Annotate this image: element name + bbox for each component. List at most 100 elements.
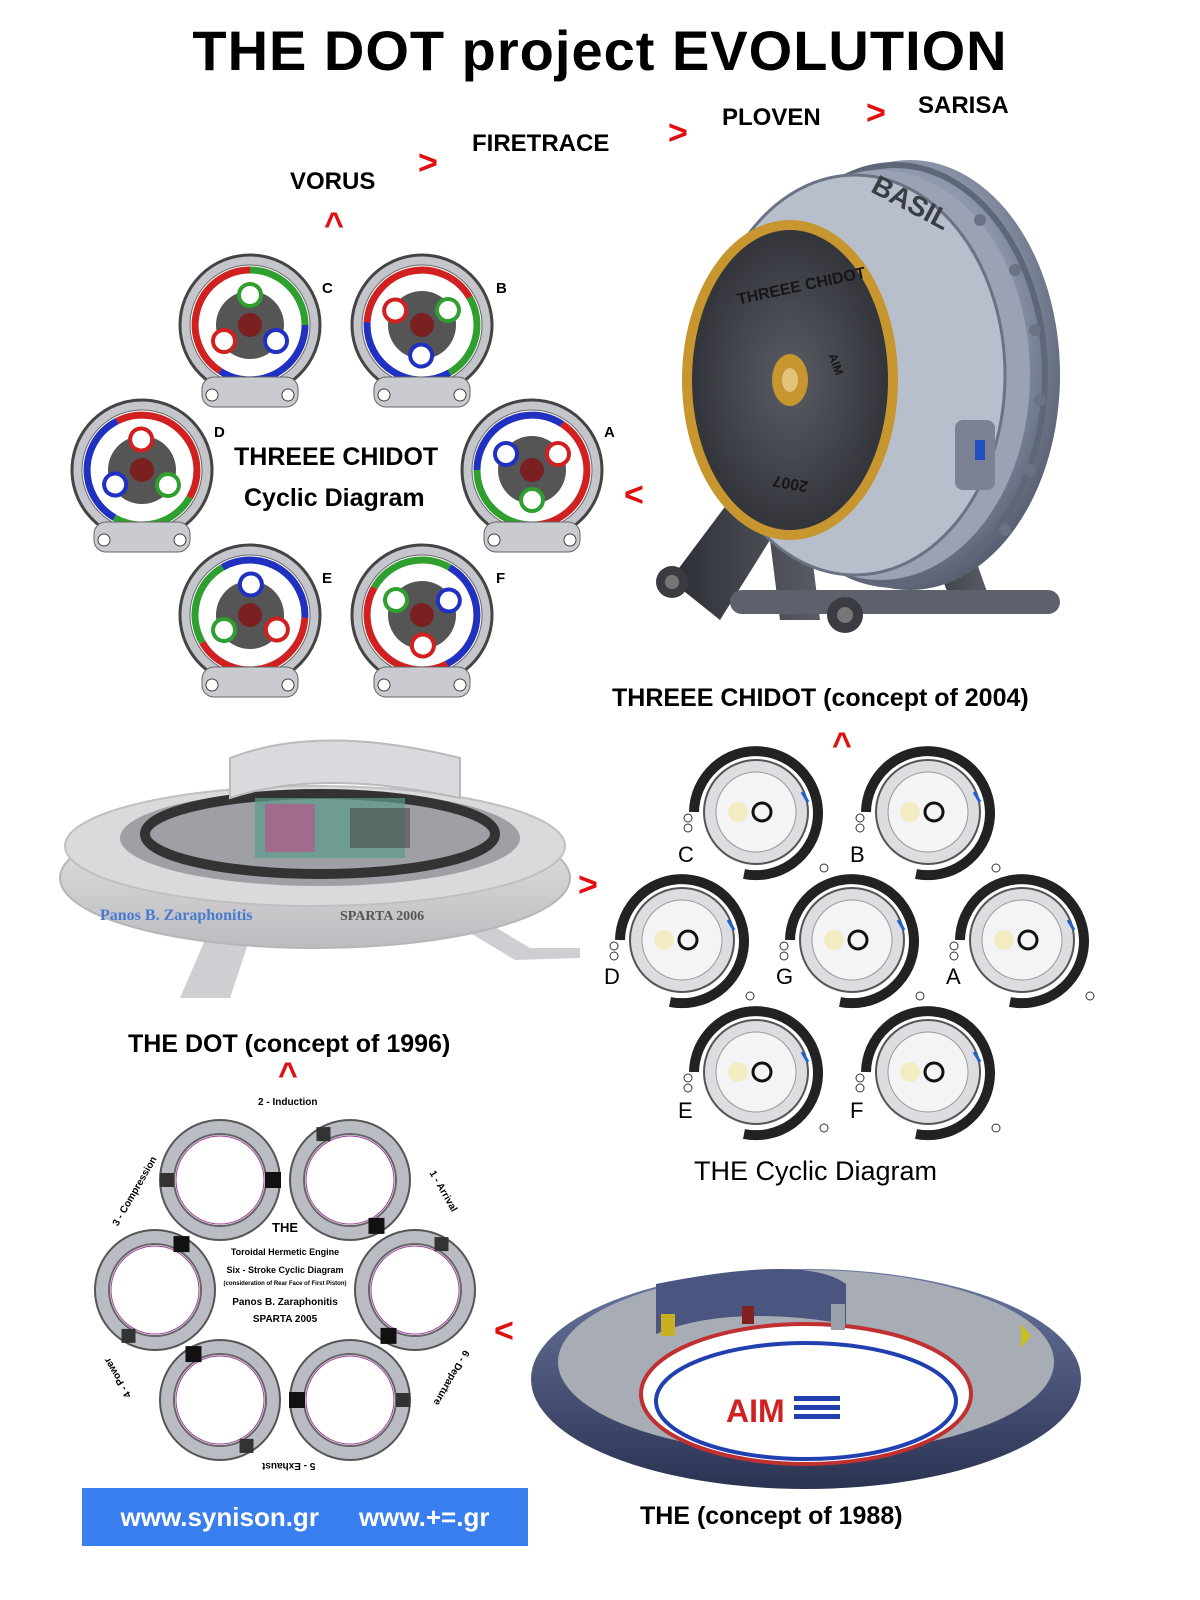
- dot-light: [994, 930, 1014, 950]
- dot-outer-arc: [955, 874, 1089, 1009]
- ring-piston: [173, 1236, 190, 1253]
- mount-hole: [377, 678, 391, 692]
- ring-inner: [303, 1353, 397, 1447]
- blue-arc: [445, 564, 481, 668]
- the-torus-illustration: AIM: [531, 1269, 1081, 1489]
- gear: [154, 472, 181, 498]
- dot-marker: [1066, 919, 1076, 931]
- ring-inner: [368, 1243, 462, 1337]
- label-vorus: VORUS: [290, 168, 376, 195]
- page-title: THE DOT project EVOLUTION: [192, 19, 1008, 82]
- rotor-group: [178, 543, 322, 687]
- dot-hub: [1017, 929, 1039, 951]
- torus-aim-logo: AIM: [726, 1393, 785, 1429]
- arrow-right-icon: >: [866, 94, 886, 132]
- link-synison[interactable]: www.synison.gr: [120, 1501, 319, 1532]
- dot-bolt: [991, 863, 1001, 873]
- cyclic-diagram-title: THE Cyclic Diagram: [694, 1156, 938, 1186]
- link-plus-equals[interactable]: www.+=.gr: [358, 1501, 490, 1532]
- hub-center: [410, 313, 434, 337]
- red-arc: [363, 266, 473, 323]
- stage-label-d: D: [214, 424, 225, 441]
- gear: [434, 297, 461, 323]
- blue-arc: [220, 556, 309, 619]
- gear: [263, 616, 290, 643]
- dot-hub: [847, 929, 869, 951]
- mount-hole: [97, 533, 111, 547]
- dot-outer-arc: [785, 874, 919, 1009]
- rotor-mount: [201, 666, 299, 698]
- engraving-2007: 2007: [771, 471, 809, 494]
- gear: [493, 441, 519, 467]
- footer-links-banner: www.synison.gr www.+=.gr: [82, 1488, 528, 1546]
- stage-label-a: A: [604, 424, 615, 441]
- dot-marker: [896, 919, 906, 931]
- ring-trace: [175, 1135, 265, 1225]
- gear: [409, 632, 436, 659]
- dot-bolt: [855, 813, 865, 823]
- gear: [237, 571, 264, 598]
- dot-bolt: [855, 823, 865, 833]
- ring-piston: [396, 1393, 410, 1407]
- ring-piston: [160, 1173, 174, 1187]
- stage-label-b: B: [850, 842, 865, 867]
- label-sarisa: SARISA: [918, 92, 1009, 119]
- dot-bolt: [683, 813, 693, 823]
- dot-bolt: [683, 823, 693, 833]
- cycle-center-note: (consideration of Rear Face of First Pis…: [223, 1281, 347, 1287]
- stage-label-f: F: [850, 1098, 864, 1123]
- gear: [237, 282, 263, 308]
- diagram-subtitle: Cyclic Diagram: [244, 484, 425, 512]
- stage-label-f: F: [496, 570, 506, 587]
- cycle-center-place: SPARTA 2005: [252, 1314, 318, 1325]
- hub-center: [238, 603, 262, 628]
- dot-bolt: [779, 941, 789, 951]
- ring-piston: [265, 1172, 281, 1188]
- rotor-mount: [373, 666, 471, 698]
- ring-trace: [305, 1135, 395, 1225]
- dot-bolt: [949, 951, 959, 961]
- cycle-center-engine: Toroidal Hermetic Engine: [230, 1247, 340, 1257]
- dot-light: [728, 1062, 748, 1082]
- mount-hole: [205, 388, 219, 402]
- ring-trace: [370, 1245, 460, 1335]
- dot-bolt: [855, 1073, 865, 1083]
- rotor-group: [460, 398, 604, 542]
- dot-inner: [715, 1031, 797, 1113]
- mount-hole: [205, 678, 219, 692]
- dot-light: [728, 802, 748, 822]
- dot-inner: [641, 899, 723, 981]
- arrow-right-icon: >: [418, 144, 438, 182]
- stage-label-c: C: [678, 842, 694, 867]
- gear: [519, 487, 545, 513]
- ring-piston: [316, 1127, 331, 1142]
- dot-outer-arc: [861, 1006, 995, 1141]
- ring-piston: [121, 1328, 136, 1343]
- ring-inner: [303, 1133, 397, 1227]
- engraving-name: Panos B. Zaraphonitis: [100, 907, 252, 924]
- rotor-mount: [373, 376, 471, 408]
- blue-arc: [83, 417, 119, 521]
- stage-label-c: C: [322, 280, 333, 297]
- green-arc: [191, 564, 225, 645]
- gear: [102, 471, 129, 498]
- arrow-right-icon: >: [578, 866, 598, 904]
- dot-bolt: [915, 991, 925, 1001]
- dot-marker: [972, 1051, 982, 1063]
- cycle-center-diagram: Six - Stroke Cyclic Diagram: [226, 1265, 344, 1275]
- dot-marker: [972, 791, 982, 803]
- cycle-center-author: Panos B. Zaraphonitis: [232, 1297, 338, 1308]
- mount-hole: [377, 388, 391, 402]
- rotor-group: [350, 253, 494, 397]
- threee-chidot-rotors: [70, 253, 604, 698]
- green-arc: [447, 295, 481, 376]
- dot-inner: [887, 1031, 969, 1113]
- dot-marker: [800, 1051, 810, 1063]
- arrow-up-icon: ^: [278, 1056, 298, 1094]
- gear: [545, 441, 571, 467]
- mount-hole: [281, 388, 295, 402]
- caption-the-dot: THE DOT (concept of 1996): [128, 1030, 451, 1058]
- dot-hub: [677, 929, 699, 951]
- gear: [382, 297, 409, 324]
- dot-outer-arc: [689, 746, 823, 881]
